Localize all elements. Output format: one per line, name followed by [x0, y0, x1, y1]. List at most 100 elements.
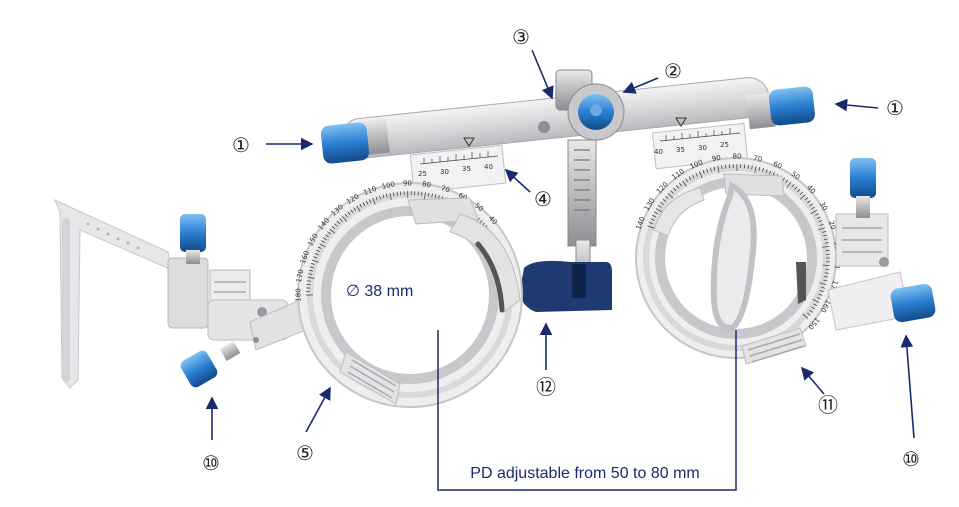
callout-11: ⑪: [818, 393, 838, 417]
left-axis-tick: [437, 195, 440, 200]
left-axis-tick: [309, 266, 314, 269]
left-axis-label: 100: [381, 180, 396, 190]
right-axis-tick: [688, 176, 692, 181]
arrow-1-right: [834, 98, 879, 112]
arrow-2: [622, 77, 659, 94]
right-axis-tick: [807, 200, 811, 204]
callout-arrows: [205, 49, 915, 440]
callout-4: ④: [534, 187, 552, 211]
left-temple-length-knob[interactable]: [179, 349, 220, 390]
right-axis-tick: [747, 164, 749, 169]
right-pd-scale: 40 35 30 25: [651, 117, 749, 170]
left-axis-tick: [331, 225, 336, 230]
right-temple-length-knob[interactable]: [889, 283, 936, 324]
right-axis-tick: [657, 204, 662, 208]
right-axis-tick: [692, 174, 695, 179]
right-axis-tick: [815, 213, 819, 216]
right-axis-tick: [648, 221, 653, 225]
left-axis-label: 90: [403, 179, 412, 187]
left-axis-tick: [334, 223, 338, 227]
callout-3: ③: [512, 25, 530, 49]
left-axis-tick: [341, 215, 347, 222]
right-axis-tick: [818, 220, 823, 223]
left-axis-tick: [424, 192, 426, 200]
left-axis-tick: [319, 243, 326, 248]
right-axis-tick: [758, 166, 761, 172]
right-axis-tick: [670, 190, 674, 194]
aperture-label: ∅ 38 mm: [346, 283, 413, 300]
left-axis-label: 80: [422, 180, 432, 189]
right-axis-tick: [660, 201, 664, 205]
arrow-11: [800, 366, 825, 395]
callout-1-right: ①: [886, 96, 904, 120]
right-axis-tick: [713, 166, 716, 171]
left-axis-tick: [365, 200, 369, 205]
right-axis-label: 60: [772, 160, 783, 171]
left-axis-tick: [389, 192, 392, 200]
right-axis-tick: [804, 197, 809, 201]
right-axis-tick: [721, 165, 723, 170]
right-axis-tick: [679, 182, 683, 187]
right-axis-tick: [652, 214, 657, 218]
left-axis-tick: [316, 249, 320, 253]
callout-5: ⑤: [296, 441, 314, 465]
left-pd-knob[interactable]: [320, 122, 370, 165]
left-axis-tick: [396, 191, 398, 196]
left-axis-tick: [372, 197, 376, 205]
arrow-10-right: [900, 334, 915, 439]
left-axis-tick: [353, 207, 357, 212]
right-axis-tick: [797, 188, 801, 193]
right-axis-tick: [821, 286, 826, 289]
right-axis-tick: [667, 193, 674, 199]
right-axis-tick: [822, 264, 830, 267]
left-axis-tick: [307, 276, 315, 279]
right-axis-label: 50: [790, 170, 802, 182]
right-axis-tick: [717, 165, 720, 173]
right-axis-tick: [786, 181, 792, 188]
left-axis-tick: [362, 202, 366, 206]
left-axis-tick: [339, 218, 343, 222]
left-pd-tick-0: 25: [418, 170, 427, 178]
left-axis-tick: [336, 220, 340, 225]
left-axis-tick: [382, 194, 385, 199]
right-axis-tick: [822, 231, 827, 233]
right-pd-knob[interactable]: [768, 86, 816, 126]
left-axis-tick: [314, 252, 319, 256]
right-pd-tick-0: 40: [654, 148, 663, 156]
right-axis-tick: [819, 282, 827, 285]
left-temple-mechanism: [167, 214, 289, 390]
left-axis-tick: [347, 211, 351, 216]
left-pd-tick-3: 40: [484, 163, 493, 171]
right-axis-tick: [785, 179, 789, 184]
right-axis-tick: [762, 168, 764, 173]
right-axis-tick: [824, 272, 829, 274]
left-axis-tick: [375, 196, 378, 201]
nose-pad: [520, 260, 612, 312]
pd-range-label: PD adjustable from 50 to 80 mm: [470, 465, 699, 482]
right-temple-top-knob[interactable]: [850, 158, 876, 198]
right-axis-tick: [751, 165, 753, 170]
arrow-5: [305, 386, 331, 433]
right-axis-tick: [765, 169, 768, 174]
left-axis-tick: [308, 273, 313, 275]
left-axis-tick: [327, 231, 331, 235]
right-axis-tick: [682, 180, 687, 187]
pd-bracket: PD adjustable from 50 to 80 mm: [437, 330, 737, 491]
right-axis-tick: [807, 312, 811, 316]
right-axis-tick: [809, 309, 813, 313]
right-axis-tick: [676, 185, 680, 189]
right-axis-label: 70: [753, 154, 763, 164]
left-temple-top-knob[interactable]: [180, 214, 206, 252]
right-axis-tick: [662, 198, 667, 202]
left-pd-scale: 25 30 35 40: [409, 137, 507, 194]
left-axis-tick: [350, 209, 354, 214]
right-axis-tick: [822, 246, 830, 248]
arrow-3: [531, 49, 554, 100]
right-axis-tick: [799, 191, 804, 195]
left-axis-tick: [313, 256, 318, 259]
right-axis-tick: [824, 242, 829, 244]
right-axis-ticks: [647, 164, 830, 319]
left-axis-tick: [344, 213, 348, 218]
left-axis-label: 180: [295, 288, 303, 301]
